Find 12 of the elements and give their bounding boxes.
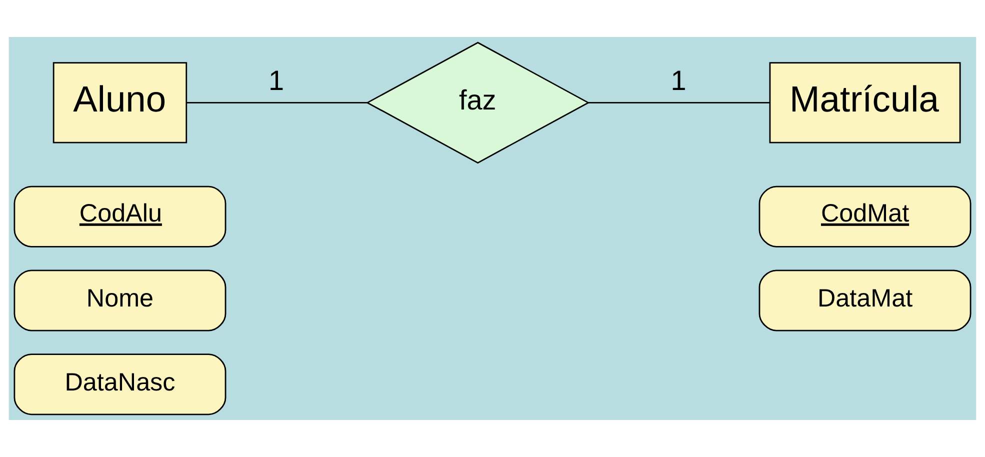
node-diamond: faz [366,42,590,164]
edge-label: 1 [670,65,686,96]
node-box: Matrícula [769,62,961,144]
node-box: Aluno [52,62,188,144]
connector [588,102,770,104]
node-box: DataMat [758,270,972,332]
edge-label: 1 [268,65,284,96]
node-box: DataNasc [14,354,226,416]
node-box: Nome [14,270,226,332]
connector [186,102,368,104]
node-box: CodAlu [14,186,226,248]
node-box: CodMat [758,186,972,248]
